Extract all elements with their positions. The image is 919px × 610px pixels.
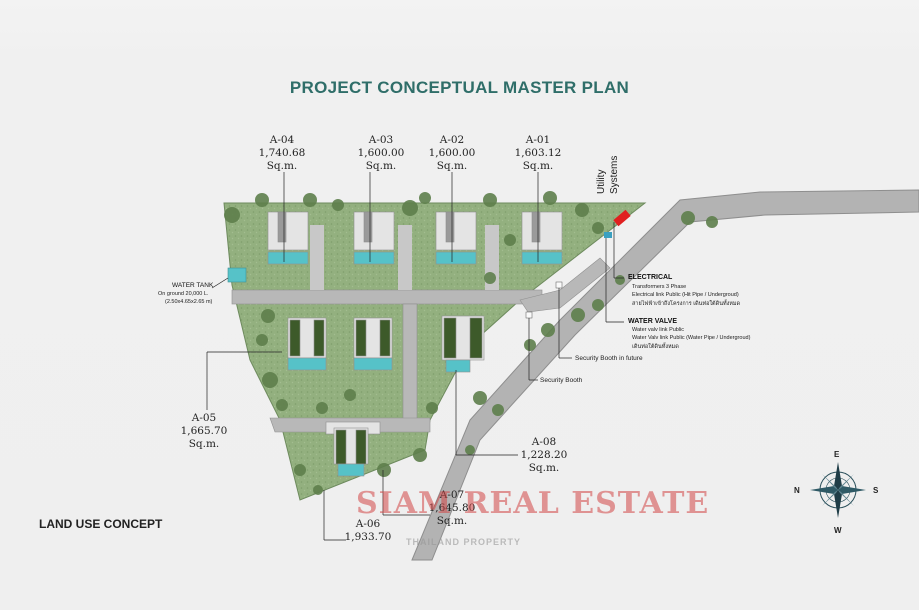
- public-road: [411, 189, 919, 561]
- compass-north: N: [794, 486, 800, 495]
- electrical-title: ELECTRICAL: [628, 274, 673, 281]
- page-title: PROJECT CONCEPTUAL MASTER PLAN: [289, 78, 630, 97]
- villa-a03: [353, 211, 395, 265]
- electrical-line-2: Electrical link Public (Hit Pipe / Under…: [632, 292, 739, 298]
- leader-lines: [206, 172, 624, 541]
- water-valve-line-2: Water Valv link Public (Water Pipe / Und…: [632, 335, 751, 341]
- villa-a02: [435, 211, 477, 265]
- utility-systems-label: Utility: [596, 169, 607, 194]
- transformer-marker: [613, 209, 631, 227]
- water-tank-capacity: On ground 20,000 L.: [158, 291, 209, 297]
- compass-rose: [810, 462, 866, 518]
- security-booth-future-marker: [555, 281, 563, 289]
- electrical-line-3: สายไฟฟ้าเข้าถึงโครงการ เดินท่อใต้ดินทั้ง…: [632, 301, 741, 307]
- security-booth-label: Security Booth: [540, 377, 583, 384]
- watermark-subtitle: THAILAND PROPERTY: [406, 537, 522, 547]
- villa-a05: [287, 317, 327, 371]
- villa-a04: [267, 211, 309, 265]
- water-tank-symbol: [227, 267, 247, 283]
- internal-road-main: [231, 289, 543, 305]
- compass-west: W: [834, 526, 842, 535]
- water-valve-title: WATER VALVE: [628, 318, 677, 325]
- water-tank-title: WATER TANK: [172, 282, 214, 289]
- villa-a01: [521, 211, 563, 265]
- watermark-logo: SIAM REAL ESTATE: [356, 486, 710, 521]
- internal-road-spur: [402, 303, 418, 421]
- compass-south: S: [873, 486, 879, 495]
- security-booth-future-label: Security Booth in future: [575, 355, 643, 362]
- electrical-line-1: Transformers 3 Phase: [632, 284, 687, 290]
- land-use-concept-label: LAND USE CONCEPT: [39, 517, 163, 531]
- villa-a07: [325, 421, 381, 477]
- utility-systems-label-2: Systems: [609, 155, 620, 194]
- villa-a06-mid: [353, 317, 393, 371]
- security-booth-marker: [525, 311, 533, 319]
- water-tank-size: (2.50x4.65x2.65 m): [165, 299, 213, 305]
- villa-a08: [441, 315, 485, 373]
- water-valve-line-1: Water valv link Public: [632, 327, 685, 333]
- water-valve-marker: [604, 232, 612, 238]
- compass-east: E: [834, 450, 840, 459]
- water-valve-line-3: เดินท่อใต้ดินทั้งหมด: [632, 344, 679, 350]
- trees: [224, 191, 718, 495]
